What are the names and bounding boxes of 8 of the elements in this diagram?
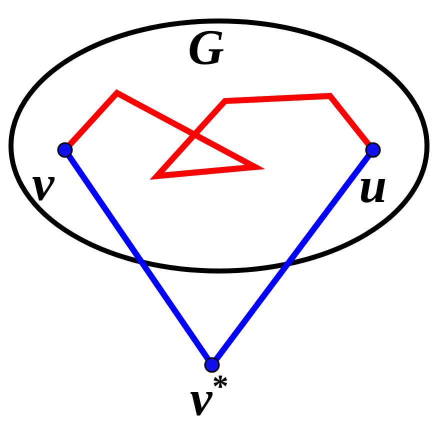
graph-edge <box>214 154 372 362</box>
vertex-label: v$^{*}$ <box>190 373 228 423</box>
vertex-label: v <box>32 158 54 208</box>
graph-edge <box>66 154 211 361</box>
graph-edge <box>68 89 371 180</box>
vertex-label: u <box>359 160 387 210</box>
graph-label: G <box>188 22 224 72</box>
graph-ellipse <box>8 18 430 274</box>
